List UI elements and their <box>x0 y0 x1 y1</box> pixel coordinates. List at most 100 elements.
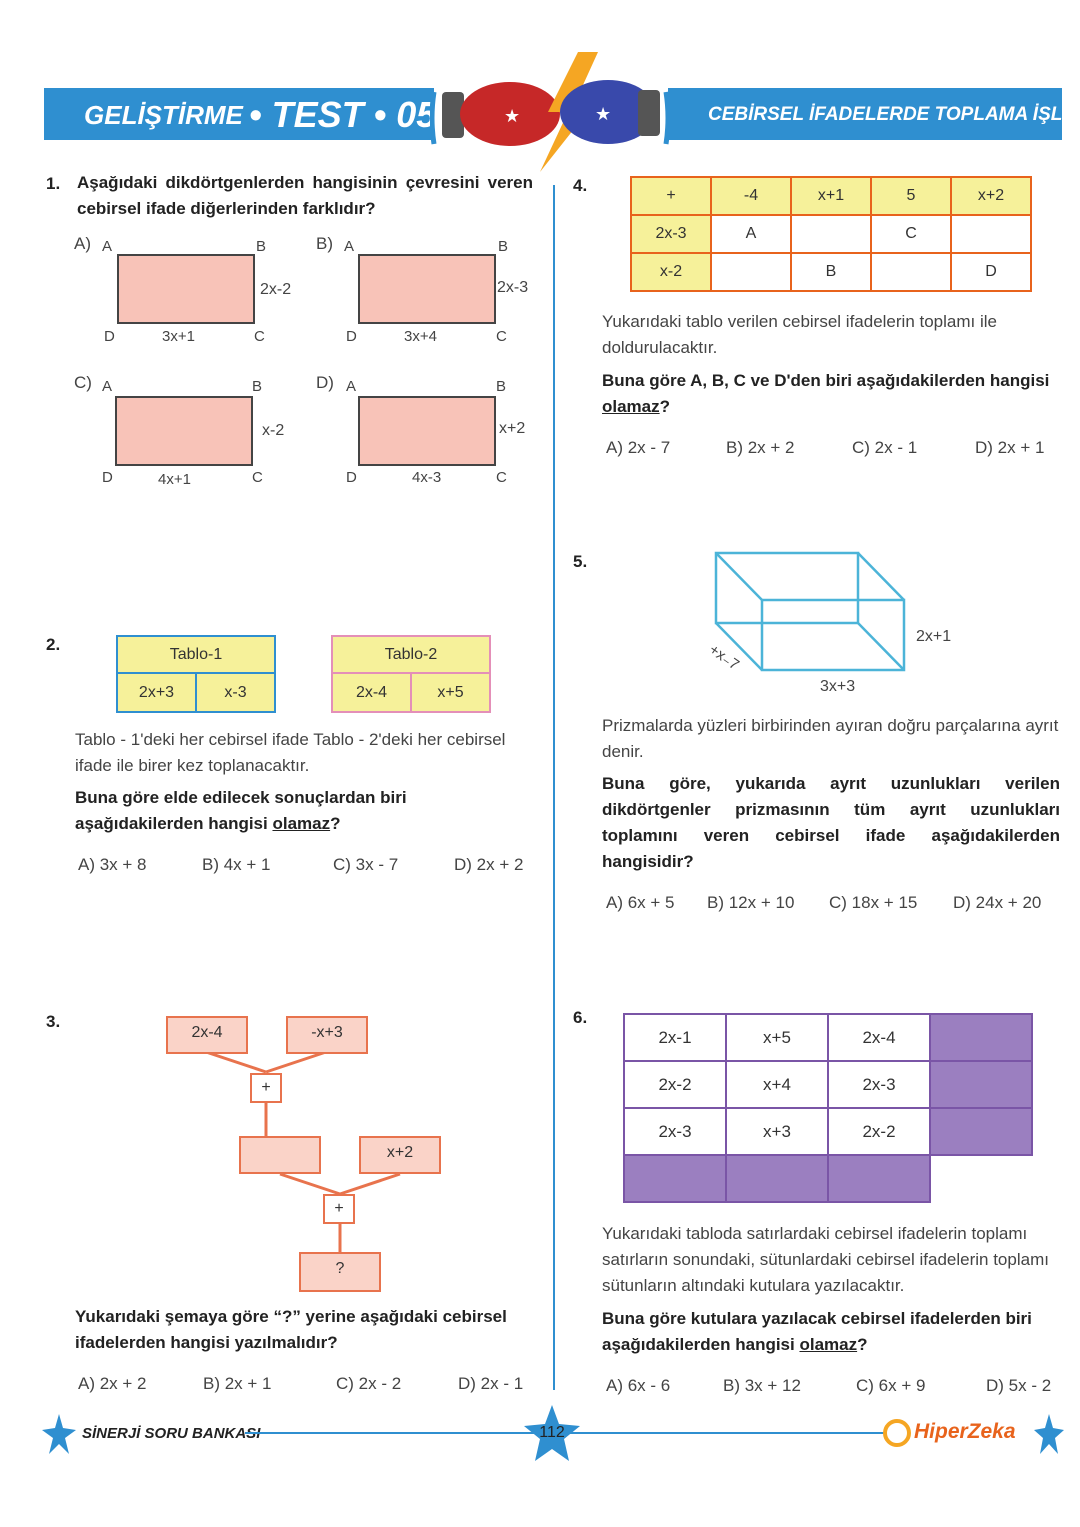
header-left-label: GELİŞTİRME <box>84 100 243 130</box>
header-right-label: CEBİRSEL İFADELERDE TOPLAMA İŞLEMİ - 1 <box>708 104 1080 125</box>
tablo-2-cell: 2x-4 <box>333 674 412 711</box>
q1-option-b-label[interactable]: B) <box>316 234 333 253</box>
tablo-2-title: Tablo-2 <box>333 637 489 674</box>
q1-rectangle-a <box>117 254 255 324</box>
header-right-band: CEBİRSEL İFADELERDE TOPLAMA İŞLEMİ - 1 <box>668 88 1080 140</box>
q3-option-c[interactable]: C) 2x - 2 <box>336 1374 402 1393</box>
q5-number: 5. <box>573 552 588 571</box>
q4-header-cell: + <box>630 176 712 216</box>
q1-a-bottom: 3x+1 <box>162 328 195 345</box>
q3-option-d[interactable]: D) 2x - 1 <box>458 1374 524 1393</box>
q5-question: Buna göre, yukarıda ayrıt uzunlukları ve… <box>602 774 1060 871</box>
q3-text: Yukarıdaki şemaya göre “?” yerine aşağıd… <box>75 1307 507 1352</box>
q6-option-d[interactable]: D) 5x - 2 <box>986 1376 1052 1395</box>
q6-option-b[interactable]: B) 3x + 12 <box>723 1376 801 1395</box>
q2-text: Tablo - 1'deki her cebirsel ifade Tablo … <box>75 730 506 775</box>
corner-a: A <box>102 378 113 395</box>
q1-text: Aşağıdaki dikdörtgenlerden hangisinin çe… <box>77 173 533 218</box>
corner-a: A <box>346 378 357 395</box>
corner-b: B <box>498 238 509 255</box>
q4-cell: A <box>710 214 792 254</box>
q3-plus-2: + <box>323 1194 355 1224</box>
q4-option-c[interactable]: C) 2x - 1 <box>852 438 918 457</box>
svg-text:★: ★ <box>595 104 611 125</box>
q6-cell: 2x-4 <box>827 1013 931 1062</box>
column-divider <box>553 185 555 1390</box>
q5-option-d[interactable]: D) 24x + 20 <box>953 893 1042 912</box>
q2-option-a[interactable]: A) 3x + 8 <box>78 855 147 874</box>
corner-b: B <box>252 378 263 395</box>
q3-box-mid-right: x+2 <box>359 1136 441 1174</box>
q3-box-blank[interactable] <box>239 1136 321 1174</box>
brand-logo-icon <box>883 1419 911 1447</box>
corner-c: C <box>496 469 507 486</box>
corner-a: A <box>102 238 113 255</box>
test-label: • TEST • 05 <box>249 94 437 135</box>
q6-row-sum-box <box>929 1060 1033 1109</box>
page-number: 112 <box>539 1424 565 1441</box>
q4-option-b[interactable]: B) 2x + 2 <box>726 438 795 457</box>
q1-rectangle-d <box>358 396 496 466</box>
q3-plus-1: + <box>250 1073 282 1103</box>
q3-option-b[interactable]: B) 2x + 1 <box>203 1374 272 1393</box>
q4-option-d[interactable]: D) 2x + 1 <box>975 438 1045 457</box>
q5-option-a[interactable]: A) 6x + 5 <box>606 893 675 912</box>
q1-option-a-label[interactable]: A) <box>74 234 91 253</box>
q6-column-sum-box <box>827 1154 931 1203</box>
q4-cell <box>790 214 872 254</box>
q1-option-c-label[interactable]: C) <box>74 373 92 392</box>
q4-number: 4. <box>573 176 588 195</box>
corner-c: C <box>254 328 265 345</box>
q6-cell: x+3 <box>725 1107 829 1156</box>
tablo-1-cell: x-3 <box>224 684 247 701</box>
q6-question: Buna göre kutulara yazılacak cebirsel if… <box>602 1309 1032 1354</box>
q6-option-c[interactable]: C) 6x + 9 <box>856 1376 926 1395</box>
q1-rectangle-b <box>358 254 496 324</box>
q6-cell: x+5 <box>725 1013 829 1062</box>
q3-number: 3. <box>46 1012 61 1031</box>
q5-text: Prizmalarda yüzleri birbirinden ayıran d… <box>602 716 1059 761</box>
svg-text:★: ★ <box>504 106 520 127</box>
q4-row-header: 2x-3 <box>630 214 712 254</box>
q1-option-d-label[interactable]: D) <box>316 373 334 392</box>
q6-cell: 2x-2 <box>623 1060 727 1109</box>
q4-header-cell: -4 <box>710 176 792 216</box>
q3-option-a[interactable]: A) 2x + 2 <box>78 1374 147 1393</box>
star-icon <box>1034 1414 1064 1454</box>
q6-column-sum-box <box>725 1154 829 1203</box>
q4-header-cell: x+2 <box>950 176 1032 216</box>
boxing-gloves-icon: ★ ★ <box>430 52 670 172</box>
page-number-star-icon <box>524 1405 580 1461</box>
q6-cell: x+4 <box>725 1060 829 1109</box>
tablo-2: Tablo-2 2x-4 x+5 <box>331 635 491 713</box>
q2-option-b[interactable]: B) 4x + 1 <box>202 855 271 874</box>
corner-b: B <box>496 378 507 395</box>
q4-cell <box>950 214 1032 254</box>
q5-option-b[interactable]: B) 12x + 10 <box>707 893 795 912</box>
q2-option-d[interactable]: D) 2x + 2 <box>454 855 524 874</box>
q3-box-top-right: -x+3 <box>286 1016 368 1054</box>
q6-number: 6. <box>573 1008 588 1027</box>
q6-option-a[interactable]: A) 6x - 6 <box>606 1376 671 1395</box>
q1-number: 1. <box>46 174 61 193</box>
q4-cell <box>710 252 792 292</box>
q6-table: 2x-1 x+5 2x-4 2x-2 x+4 2x-3 2x-3 x+3 2x-… <box>623 1013 1033 1203</box>
q4-option-a[interactable]: A) 2x - 7 <box>606 438 671 457</box>
q6-text: Yukarıdaki tabloda satırlardaki cebirsel… <box>602 1224 1049 1295</box>
brand-name: HiperZeka <box>914 1420 1016 1443</box>
corner-c: C <box>252 469 263 486</box>
q4-row-header: x-2 <box>630 252 712 292</box>
q5-length-label: 3x+3 <box>820 678 856 695</box>
q3-box-result: ? <box>299 1252 381 1292</box>
q2-option-c[interactable]: C) 3x - 7 <box>333 855 399 874</box>
q4-text: Yukarıdaki tablo verilen cebirsel ifadel… <box>602 312 997 357</box>
q3-box-top-left: 2x-4 <box>166 1016 248 1054</box>
q4-header-cell: 5 <box>870 176 952 216</box>
q1-b-side: 2x-3 <box>497 279 529 296</box>
q6-row-sum-box <box>929 1013 1033 1062</box>
q6-cell: 2x-3 <box>827 1060 931 1109</box>
q5-option-c[interactable]: C) 18x + 15 <box>829 893 918 912</box>
q5-prism-diagram <box>714 551 906 672</box>
q1-c-side: x-2 <box>262 422 285 439</box>
q4-header-cell: x+1 <box>790 176 872 216</box>
